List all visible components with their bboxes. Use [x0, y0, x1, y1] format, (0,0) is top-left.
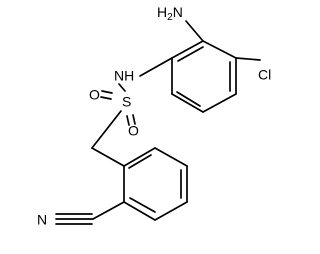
sulfur-label: S — [122, 94, 131, 110]
sulfonyl-oxygen-top-bond — [100, 90, 113, 100]
chlorine-label: Cl — [258, 67, 271, 83]
amino-bond — [185, 20, 204, 42]
oxygen-top-label: O — [89, 87, 100, 103]
sulfonyl-nitrogen-bond — [118, 83, 126, 92]
nitrile-nitrogen-label: N — [37, 212, 47, 228]
nh-aryl-bond — [139, 57, 173, 77]
methylene-aryl-bond — [91, 147, 125, 167]
cyanophenyl-ring — [123, 147, 188, 221]
amine-label: H2N — [157, 4, 183, 23]
nh-label: NH — [114, 68, 134, 84]
chemical-structure-diagram: H2N NH Cl S O O N — [37, 4, 271, 228]
chloro-bond — [235, 57, 261, 61]
sulfonyl-methylene-bond — [91, 110, 122, 149]
oxygen-bottom-label: O — [128, 123, 139, 139]
aniline-ring — [171, 40, 237, 113]
nitrile-group — [55, 201, 125, 225]
sulfonyl-oxygen-bottom-bond — [126, 114, 136, 126]
